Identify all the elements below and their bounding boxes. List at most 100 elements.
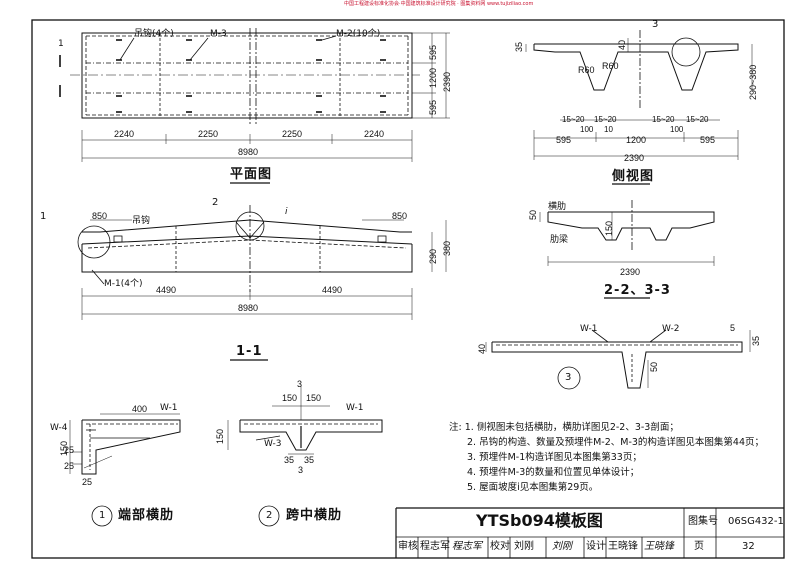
title-block-reviewer-signature: 程志军: [452, 541, 482, 552]
side-r60-left: R60: [578, 65, 595, 75]
plan-dim-2250-right: 2250: [282, 129, 303, 139]
notes-prefix: 注:: [449, 422, 462, 433]
title-block-design-label: 设计: [586, 541, 606, 552]
detail1-w1-label: W-1: [160, 403, 178, 413]
title-block-designer: 王晓锋: [608, 541, 638, 552]
title-block-check-label: 校对: [490, 541, 510, 552]
detail3-callout: 3: [565, 372, 572, 383]
side-dim-15-20-a: 15~20: [562, 115, 585, 124]
notes-item-2: 2. 吊钩的构造、数量及预埋件M-2、M-3的构造详图见本图集第44页；: [467, 437, 765, 448]
side-view: [525, 30, 753, 185]
plan-m3-label: M-3: [210, 29, 227, 39]
section11-hook-label: 吊钩: [132, 216, 151, 226]
detail2-w3-label: W-3: [264, 439, 282, 449]
title-block-lines: [395, 507, 784, 558]
plan-dim-2240-right: 2240: [364, 129, 385, 139]
detail2-number: 2: [266, 510, 273, 521]
notes-item-5: 5. 屋面坡度i见本图集第29页。: [467, 482, 599, 493]
section-1-1-view: [77, 205, 447, 361]
detail2-dim-3-top: 3: [297, 379, 303, 389]
detail3-dim-50: 50: [649, 361, 659, 372]
side-dim-10: 10: [604, 125, 613, 134]
sheet-border: [31, 19, 785, 559]
section22-dim-2390: 2390: [620, 267, 641, 277]
detail2-dim-35-a: 35: [284, 455, 295, 465]
side-caption: 侧视图: [612, 169, 655, 184]
section11-callout-2: 2: [212, 197, 219, 208]
detail3-w1-label: W-1: [580, 324, 598, 334]
detail2-title: 跨中横肋: [286, 508, 343, 523]
detail2-dim-150-left: 150: [215, 428, 225, 444]
notes-item-4: 4. 预埋件M-3的数量和位置见单体设计；: [467, 467, 640, 478]
section11-caption: 1-1: [236, 344, 263, 359]
section11-m1-label: M-1(4个): [104, 279, 143, 289]
plan-view: [59, 28, 450, 184]
plan-dim-1200: 1200: [428, 67, 438, 88]
side-dim-595-right: 595: [700, 135, 716, 145]
section22-dim-150: 150: [604, 220, 614, 236]
title-block-atlas-no: 06SG432-1: [728, 516, 784, 527]
side-dim-100-a: 100: [580, 125, 594, 134]
section11-dim-4490-right: 4490: [322, 285, 343, 295]
detail2-dim-35-b: 35: [304, 455, 315, 465]
section11-callout-1: 1: [40, 211, 47, 222]
side-r60-right: R60: [602, 61, 619, 71]
plan-m2-label: M-2(10个): [336, 29, 381, 39]
detail3-w2-label: W-2: [662, 324, 680, 334]
plan-dim-2250-left: 2250: [198, 129, 219, 139]
notes-item-1: 注: 1. 侧视图未包括横肋，横肋详图见2-2、3-3剖面；: [449, 422, 679, 433]
detail1-dim-400: 400: [132, 404, 148, 414]
title-block-atlas-label: 图集号: [688, 516, 718, 527]
title-block-page-no: 32: [742, 541, 755, 552]
detail3-dim-5: 5: [730, 323, 736, 333]
side-dim-35: 35: [514, 41, 524, 52]
side-dim-15-20-d: 15~20: [686, 115, 709, 124]
plan-dim-8980: 8980: [238, 147, 259, 157]
plan-section-mark-top: 1: [58, 39, 64, 49]
detail-1-view: [69, 413, 181, 527]
detail1-number: 1: [99, 510, 106, 521]
detail2-dim-150-a: 150: [282, 393, 298, 403]
section11-dim-8980: 8980: [238, 303, 259, 313]
detail-2-view: [227, 386, 383, 527]
section22-caption: 2-2、3-3: [604, 283, 671, 298]
detail3-dim-35: 35: [751, 335, 761, 346]
detail2-dim-150-b: 150: [306, 393, 322, 403]
plan-dim-595-top: 595: [428, 44, 438, 60]
title-block-designer-signature: 王晓锋: [644, 541, 674, 552]
detail1-w4-label: W-4: [50, 423, 68, 433]
side-dim-1200: 1200: [626, 135, 647, 145]
plan-caption: 平面图: [230, 167, 273, 182]
side-dim-595-left: 595: [556, 135, 572, 145]
title-block-checker-signature: 刘刚: [552, 541, 572, 552]
notes-block: 注: 1. 侧视图未包括横肋，横肋详图见2-2、3-3剖面； 2. 吊钩的构造、…: [449, 420, 764, 495]
plan-lifting-hook-label: 吊钩(4个): [134, 29, 174, 39]
plan-dim-2390: 2390: [442, 71, 452, 92]
section11-dim-850-right: 850: [392, 211, 408, 221]
side-callout-3: 3: [652, 19, 659, 30]
header-watermark-text: 中国工程建设标准化协会·中国建筑标准设计研究院 · 图集资料网 www.tuji…: [344, 1, 534, 7]
title-block-checker: 刘刚: [514, 541, 534, 552]
title-block-page-label: 页: [694, 541, 704, 552]
section11-dim-380: 380: [442, 240, 452, 256]
section11-slope-label: i: [285, 207, 288, 217]
title-block-title: YTSb094模板图: [476, 511, 603, 530]
detail1-dim-25-a: 25: [64, 445, 75, 455]
detail3-dim-40: 40: [477, 343, 487, 354]
detail1-title: 端部横肋: [118, 508, 175, 523]
section11-dim-290: 290: [428, 248, 438, 264]
section11-dim-850-left: 850: [92, 211, 108, 221]
title-block-reviewer: 程志军: [420, 541, 450, 552]
side-dim-15-20-c: 15~20: [652, 115, 675, 124]
plan-dim-595-bottom: 595: [428, 99, 438, 115]
title-block-review-label: 审核: [398, 541, 418, 552]
section22-rib-label: 横肋: [548, 202, 567, 212]
detail-3-view: [485, 329, 751, 390]
plan-dim-2240-left: 2240: [114, 129, 135, 139]
side-dim-40: 40: [617, 39, 627, 50]
detail2-w1-label: W-1: [346, 403, 364, 413]
side-dim-2390: 2390: [624, 153, 645, 163]
side-dim-height: 290~380: [748, 64, 758, 100]
detail1-dim-25-c: 25: [82, 477, 93, 487]
notes-item-3: 3. 预埋件M-1构造详图见本图集第33页；: [467, 452, 642, 463]
